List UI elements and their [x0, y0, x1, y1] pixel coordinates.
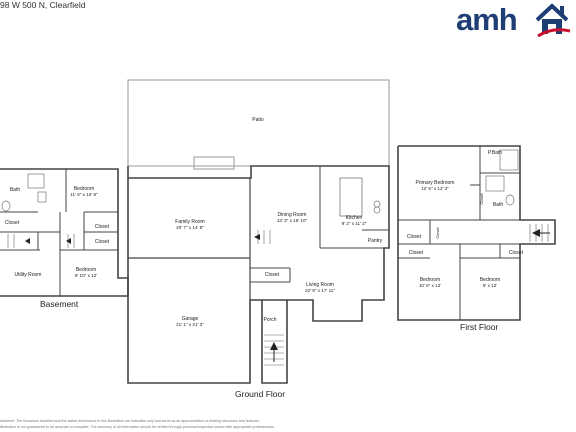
ground-floor-title: Ground Floor: [235, 389, 286, 399]
basement-bath-label: Bath: [9, 187, 21, 193]
basement-walls: [0, 168, 129, 297]
utility-room-label: Utility Room: [14, 272, 42, 278]
basement-closet-2-label: Closet: [94, 224, 110, 230]
first-closet-2-label: Closet: [435, 227, 440, 239]
disclaimer-line-2: illustration is not guaranteed to be acc…: [0, 425, 275, 429]
first-closet-3-label: Closet: [406, 234, 422, 240]
logo-wordmark: amh: [456, 2, 518, 37]
house-logo-icon: [535, 3, 571, 38]
first-closet-1-label: Closet: [479, 193, 484, 205]
stair-arrows: [25, 229, 550, 362]
basement-closet-3-label: Closet: [94, 239, 110, 245]
disclaimer-line-1: isclaimer: The floorplans depicted and t…: [0, 419, 260, 423]
basement-closet-1-label: Closet: [4, 220, 20, 226]
amh-logo[interactable]: amh: [456, 3, 572, 41]
basement-title: Basement: [40, 299, 79, 309]
first-closet-5-label: Closet: [508, 250, 524, 256]
ground-closet-label: Closet: [264, 272, 280, 278]
patio-label: Patio: [252, 117, 264, 123]
first-floor-bath-label: Bath: [492, 202, 504, 208]
first-floor-title: First Floor: [460, 322, 499, 332]
fixtures: [1, 149, 519, 214]
property-address: 98 W 500 N, Clearfield: [0, 0, 86, 10]
pantry-label: Pantry: [367, 238, 383, 244]
ground-floor-walls: [127, 79, 390, 384]
primary-bath-label: P.Bath: [487, 150, 503, 156]
stairs: [7, 224, 549, 366]
porch-label: Porch: [263, 317, 277, 323]
first-floor-walls: [397, 145, 556, 321]
first-closet-4-label: Closet: [408, 250, 424, 256]
